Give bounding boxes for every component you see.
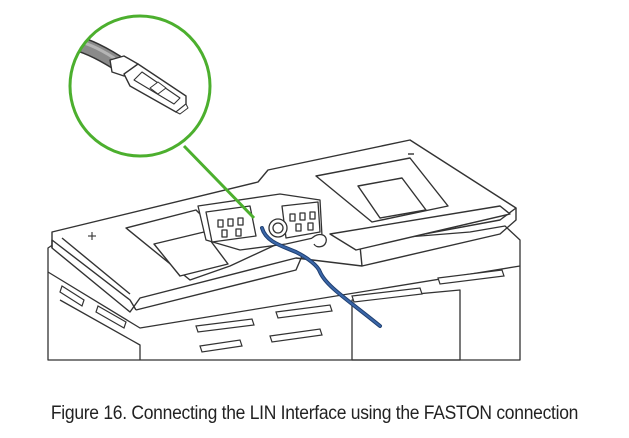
faston-connector-icon <box>70 34 189 115</box>
terminal-hook <box>311 233 327 248</box>
terminal-housing <box>197 193 323 251</box>
vent-slots <box>59 269 505 353</box>
callout-zoom <box>68 14 212 158</box>
battery-illustration <box>47 14 521 361</box>
lid-marks <box>88 232 96 240</box>
figure-caption: Figure 16. Connecting the LIN Interface … <box>50 403 579 424</box>
lin-cable <box>260 226 382 328</box>
callout-leader-line <box>182 144 256 220</box>
